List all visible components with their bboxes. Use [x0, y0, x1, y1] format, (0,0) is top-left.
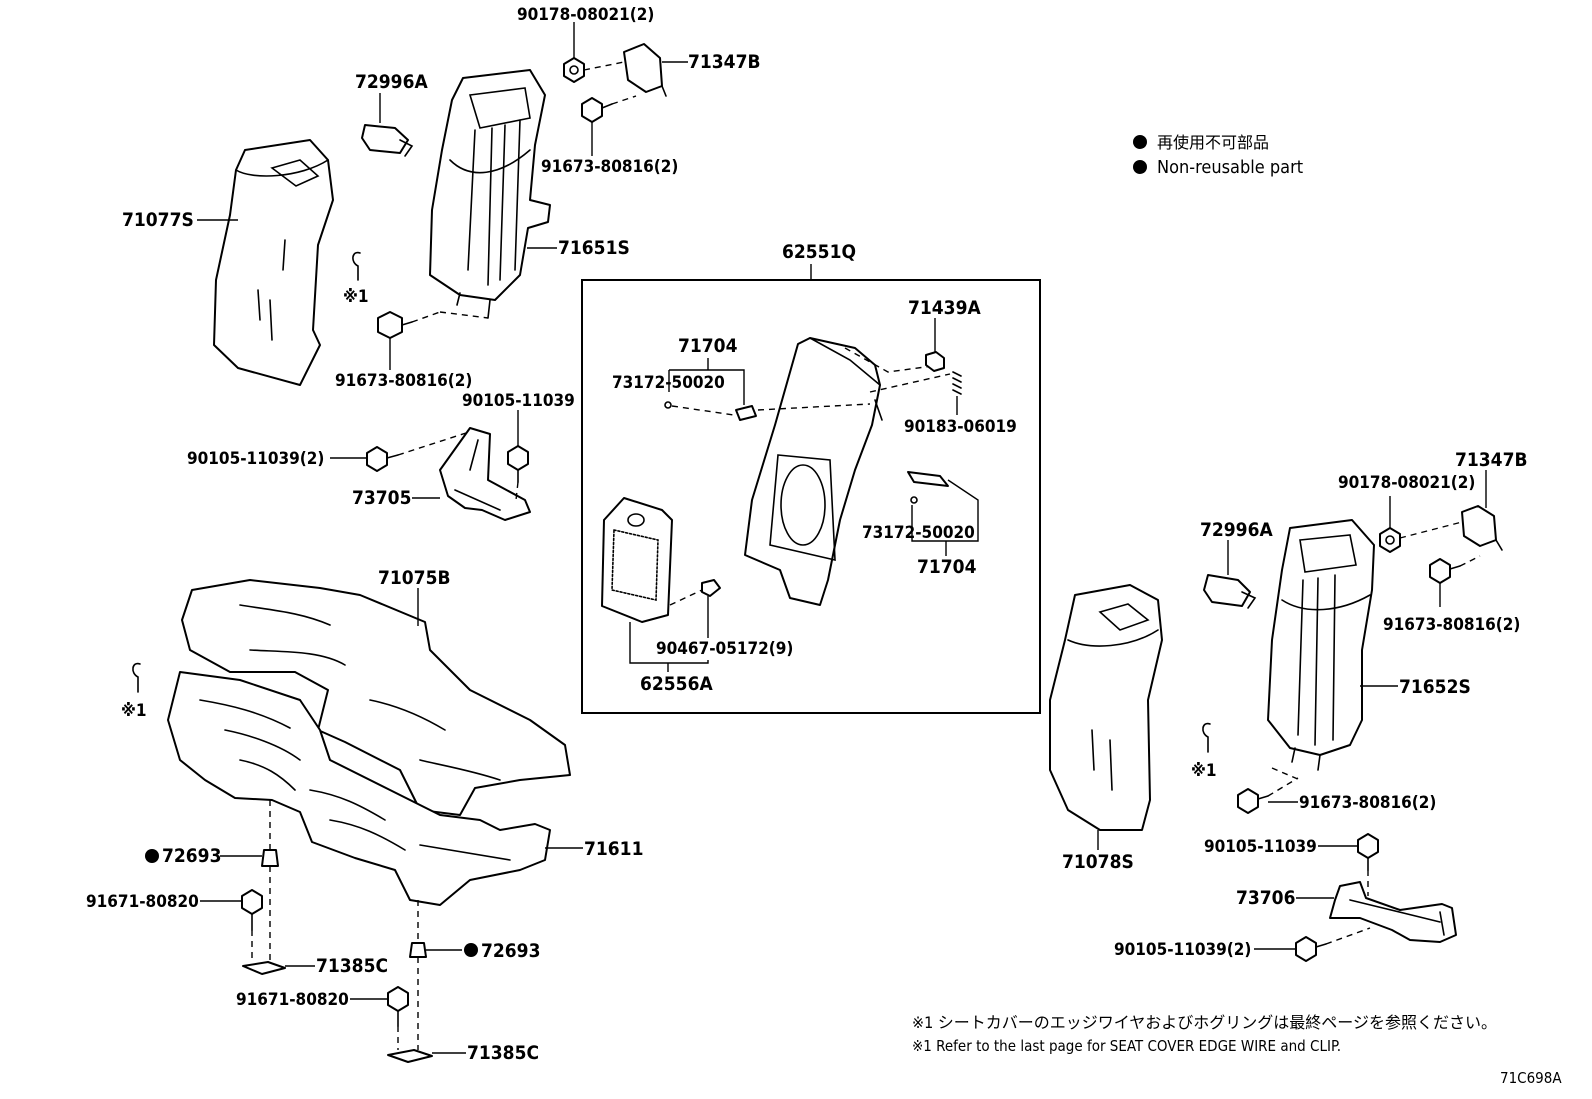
callout-73705: 73705 — [352, 487, 411, 509]
non-reusable-dot-icon — [1133, 160, 1147, 174]
callout-71652S: 71652S — [1399, 676, 1471, 698]
seat-cushion-pad — [167, 671, 551, 906]
seatback-cover-right — [1049, 584, 1163, 831]
assembly-62551Q-box — [581, 279, 1041, 714]
bolt-90105-11039-left — [507, 445, 529, 483]
speaker-grille-62556A — [601, 497, 673, 623]
callout-90178-08021-a: 90178-08021(2) — [517, 5, 654, 25]
legend: 再使用不可部品 Non-reusable part — [1133, 133, 1303, 178]
callout-90105-11039-a: 90105-11039 — [462, 391, 575, 411]
callout-90105-11039-b: 90105-11039 — [1204, 837, 1317, 857]
callout-71075B: 71075B — [378, 567, 451, 589]
footnote-en: ※1 Refer to the last page for SEAT COVER… — [912, 1037, 1341, 1055]
clip-72693-a — [261, 849, 279, 867]
callout-71651S: 71651S — [558, 237, 630, 259]
seatback-pad-right — [1267, 519, 1375, 771]
callout-91673-80816-c: 91673-80816(2) — [1383, 615, 1520, 635]
side-panel-62551Q — [744, 337, 883, 606]
bracket-73705 — [439, 427, 531, 521]
bolt-91671-80820-b — [387, 986, 409, 1027]
callout-62551Q: 62551Q — [782, 241, 856, 263]
clip-71704-upper — [735, 405, 757, 421]
non-reusable-dot-icon — [145, 849, 159, 863]
clip-71704-lower — [907, 471, 949, 487]
callout-90105-11039-2b: 90105-11039(2) — [1114, 940, 1251, 960]
callout-90105-11039-2a: 90105-11039(2) — [187, 449, 324, 469]
callout-72693-b: 72693 — [481, 940, 540, 962]
footnote-jp: ※1 シートカバーのエッジワイヤおよびホグリングは最終ページを参照ください。 — [912, 1013, 1497, 1032]
bracket-73706 — [1329, 881, 1457, 943]
note-mark-b: ※1 — [121, 701, 147, 721]
bolt-right-lower-frame — [1237, 788, 1269, 814]
callout-73706: 73706 — [1236, 887, 1295, 909]
clip-72693-b — [409, 942, 427, 958]
headrest-guide-right — [1203, 574, 1257, 609]
bolt-90105-11039-2-left — [366, 446, 399, 472]
callout-71385C-b: 71385C — [467, 1042, 539, 1064]
seat-cushion-cover — [181, 579, 571, 816]
callout-90183-06019: 90183-06019 — [904, 417, 1017, 437]
bracket-71347B-left — [623, 43, 667, 97]
bolt-left-upper-bracket — [581, 97, 613, 123]
bolt-left-upper-frame — [377, 311, 413, 339]
clip-90467-05172 — [701, 579, 721, 597]
clip-71439A — [925, 351, 945, 372]
seatback-cover-left — [213, 139, 334, 386]
headrest-guide-left — [361, 124, 414, 157]
callout-71347B-a: 71347B — [688, 51, 761, 73]
callout-91671-80820-a: 91671-80820 — [86, 892, 199, 912]
callout-71078S: 71078S — [1062, 851, 1134, 873]
non-reusable-dot-icon — [464, 943, 478, 957]
note-mark-a: ※1 — [343, 287, 369, 307]
callout-71704-b: 71704 — [917, 556, 977, 578]
callout-71347B-b: 71347B — [1455, 449, 1528, 471]
bracket-71347B-right — [1461, 505, 1503, 551]
callout-91673-80816-d: 91673-80816(2) — [1299, 793, 1436, 813]
seatback-pad-left — [429, 69, 551, 319]
callout-73172-50020-b: 73172-50020 — [862, 523, 975, 543]
bolt-91671-80820-a — [241, 889, 263, 931]
callout-71611: 71611 — [584, 838, 643, 860]
spring-90183-06019 — [952, 371, 962, 395]
non-reusable-dot-icon — [1133, 135, 1147, 149]
bolt-90105-11039-2-right — [1295, 936, 1327, 962]
note-mark-c: ※1 — [1191, 761, 1217, 781]
callout-71439A: 71439A — [908, 297, 981, 319]
callout-62556A: 62556A — [640, 673, 713, 695]
callout-91673-80816-a: 91673-80816(2) — [541, 157, 678, 177]
callout-71704-a: 71704 — [678, 335, 738, 357]
callout-71077S: 71077S — [122, 209, 194, 231]
callout-72693-a: 72693 — [162, 845, 221, 867]
figure-code: 71C698A — [1500, 1069, 1562, 1087]
bolt-right-upper-bracket — [1429, 558, 1461, 584]
callout-71385C-a: 71385C — [316, 955, 388, 977]
nut-90178-08021-left — [563, 57, 585, 83]
nut-plate-71385C-b — [387, 1049, 433, 1063]
nut-90178-08021-right — [1379, 527, 1401, 553]
legend-label-en: Non-reusable part — [1157, 157, 1303, 178]
callout-90467-05172: 90467-05172(9) — [656, 639, 793, 659]
callout-72996A: 72996A — [355, 71, 428, 93]
bolt-90105-11039-right — [1357, 833, 1379, 871]
callout-72996A-b: 72996A — [1200, 519, 1273, 541]
callout-91673-80816-b: 91673-80816(2) — [335, 371, 472, 391]
callout-91671-80820-b: 91671-80820 — [236, 990, 349, 1010]
nut-plate-71385C-a — [242, 961, 286, 975]
callout-90178-08021-b: 90178-08021(2) — [1338, 473, 1475, 493]
legend-label-jp: 再使用不可部品 — [1157, 133, 1269, 152]
